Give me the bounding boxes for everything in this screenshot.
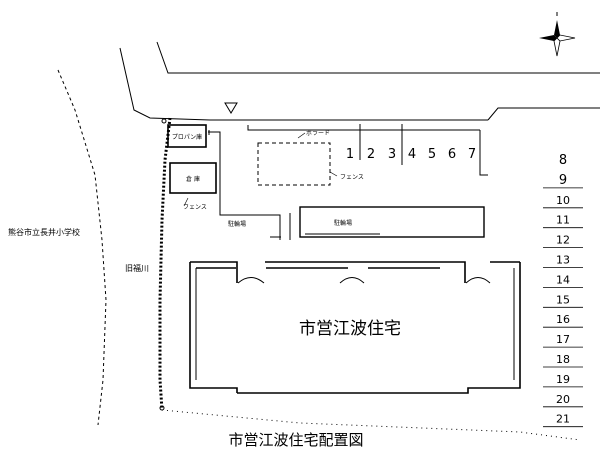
fence-mid-label: フェンス bbox=[340, 174, 364, 181]
parking-number-right: 12 bbox=[556, 234, 570, 247]
fence-mid-leader bbox=[329, 171, 338, 177]
river-boundary bbox=[57, 69, 107, 426]
site-boundary bbox=[158, 117, 581, 441]
parking-number-right: 10 bbox=[556, 194, 570, 207]
parking-number-top: 7 bbox=[468, 147, 476, 162]
parking-number-right: 20 bbox=[556, 393, 570, 406]
bike-parking-left bbox=[220, 214, 281, 238]
parking-number-right: 9 bbox=[559, 173, 567, 188]
triangle-marker-icon bbox=[224, 102, 238, 114]
parking-number-right: 8 bbox=[559, 153, 567, 168]
school-label: 熊谷市立長井小学校 bbox=[8, 227, 80, 237]
parking-number-right: 21 bbox=[556, 413, 570, 426]
fence-left-label: フェンス bbox=[183, 204, 207, 211]
fence-left-leader bbox=[183, 197, 189, 207]
north-arrow-icon bbox=[539, 12, 576, 57]
main-building bbox=[189, 261, 521, 394]
parking-number-top: 1 bbox=[346, 147, 354, 162]
parking-number-right: 11 bbox=[556, 214, 570, 227]
bollard-leader bbox=[297, 132, 306, 139]
storage-shed-box bbox=[169, 162, 217, 194]
parking-number-top: 4 bbox=[408, 147, 416, 162]
bike-parking-right-label: 駐輪場 bbox=[334, 219, 352, 227]
parking-number-top: 6 bbox=[448, 147, 456, 162]
road-lines bbox=[119, 41, 600, 121]
propane-storage-box bbox=[167, 124, 207, 148]
bike-parking-left-label: 駐輪場 bbox=[228, 220, 246, 228]
parking-number-top: 3 bbox=[388, 147, 396, 162]
parking-number-top: 2 bbox=[367, 147, 375, 162]
bike-parking-right bbox=[299, 206, 485, 238]
parking-number-top: 5 bbox=[428, 147, 436, 162]
parking-right-column: 8 9 10 11 12 13 14 15 16 17 18 19 20 21 bbox=[543, 153, 583, 428]
parking-number-right: 13 bbox=[556, 254, 570, 267]
parking-number-right: 16 bbox=[556, 313, 570, 326]
diagram-caption: 市営江波住宅配置図 bbox=[228, 431, 363, 449]
parking-stall-dividers bbox=[359, 124, 403, 165]
storage-shed-label: 倉 庫 bbox=[186, 175, 200, 183]
building-name: 市営江波住宅 bbox=[299, 319, 401, 339]
parking-number-right: 15 bbox=[556, 293, 570, 306]
parking-number-right: 18 bbox=[556, 353, 570, 366]
parking-number-right: 19 bbox=[556, 373, 570, 386]
parking-number-right: 14 bbox=[556, 273, 570, 286]
bollard-label: ボラード bbox=[306, 129, 330, 137]
propane-storage-label: プロパン庫 bbox=[172, 133, 202, 141]
river-label: 旧福川 bbox=[125, 264, 149, 273]
parking-number-right: 17 bbox=[556, 333, 570, 346]
bollard-area bbox=[257, 142, 331, 186]
